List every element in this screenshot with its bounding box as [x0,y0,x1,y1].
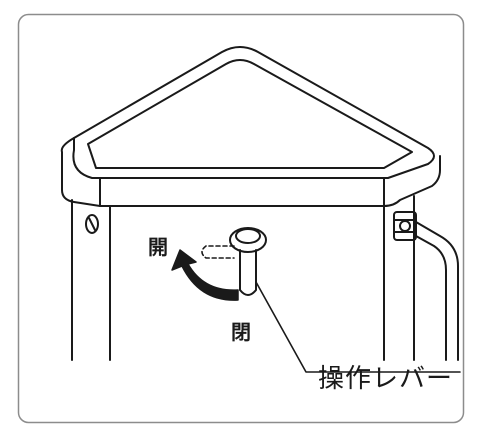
tank-lid-front [60,137,441,207]
screw-slot [88,217,96,231]
leader-line [255,281,461,373]
lever-knob [229,227,267,253]
tank-lid-top [72,46,435,179]
lever-open-position [201,245,235,259]
curved-arrow-icon [171,249,239,301]
pipe-fitting-nut [393,211,417,241]
tank-lid-bevel [87,59,413,169]
supply-pipe [415,221,459,361]
open-label: 開 [148,235,168,259]
screw-icon [85,214,99,234]
close-label: 閉 [231,320,251,344]
lever-handle [239,249,257,296]
pipe-fitting-cap [399,220,411,232]
frame-border [17,13,465,424]
lever-label: 操作レバー [318,364,454,394]
